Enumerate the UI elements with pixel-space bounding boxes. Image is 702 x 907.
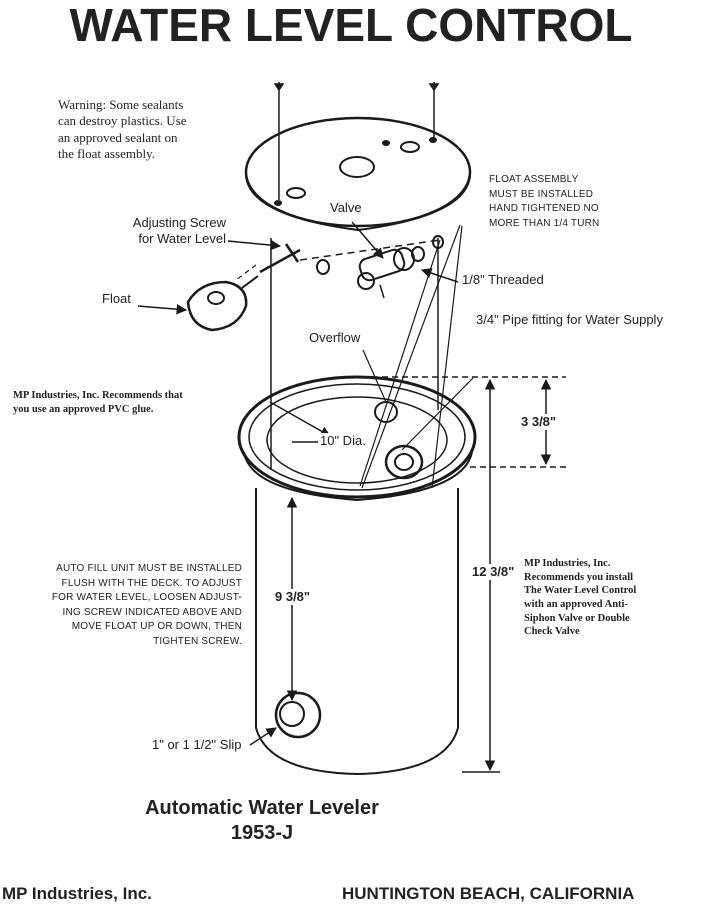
product-name: Automatic Water Leveler: [145, 797, 379, 819]
auto-fill-note: AUTO FILL UNIT MUST BE INSTALLED FLUSH W…: [51, 563, 242, 647]
valve-label: Valve: [330, 200, 362, 215]
pipe-fitting-label: 3/4" Pipe fitting for Water Supply: [476, 312, 663, 327]
company-location: HUNTINGTON BEACH, CALIFORNIA: [342, 884, 635, 903]
pvc-glue-note: MP Industries, Inc. Recommends that you …: [13, 390, 183, 415]
slip-fitting: [274, 691, 322, 739]
tank-rim: [237, 375, 477, 502]
adjusting-screw: [259, 243, 301, 274]
slip-label: 1" or 1 1/2" Slip: [152, 737, 242, 752]
overflow-label: Overflow: [309, 330, 361, 345]
tank-body: [255, 488, 459, 776]
warning-note: Warning: Some sealants can destroy plast…: [58, 97, 187, 161]
guide-lines: [270, 238, 439, 470]
lip-height-dimension: 3 3/8": [521, 414, 557, 431]
anti-siphon-note: MP Industries, Inc. Recommends you insta…: [524, 558, 637, 638]
adjusting-screw-label: Adjusting Screw for Water Level: [132, 215, 226, 247]
company-name: MP Industries, Inc.: [2, 884, 152, 903]
total-height-dimension: 12 3/8": [472, 564, 515, 581]
float-label: Float: [102, 291, 131, 306]
diameter-label: 10" Dia.: [318, 433, 368, 450]
float-assembly-note: FLOAT ASSEMBLY MUST BE INSTALLED HAND TI…: [489, 174, 600, 229]
lid-screws: [273, 82, 440, 200]
product-model: 1953-J: [230, 822, 294, 844]
leader-lines: [235, 224, 474, 489]
float: [186, 275, 259, 332]
supply-fitting: [384, 444, 424, 480]
body-height-dimension: 9 3/8": [275, 589, 311, 606]
page-title: WATER LEVEL CONTROL: [69, 0, 633, 51]
valve-assembly: [299, 235, 444, 299]
threaded-label: 1/8" Threaded: [462, 272, 544, 287]
